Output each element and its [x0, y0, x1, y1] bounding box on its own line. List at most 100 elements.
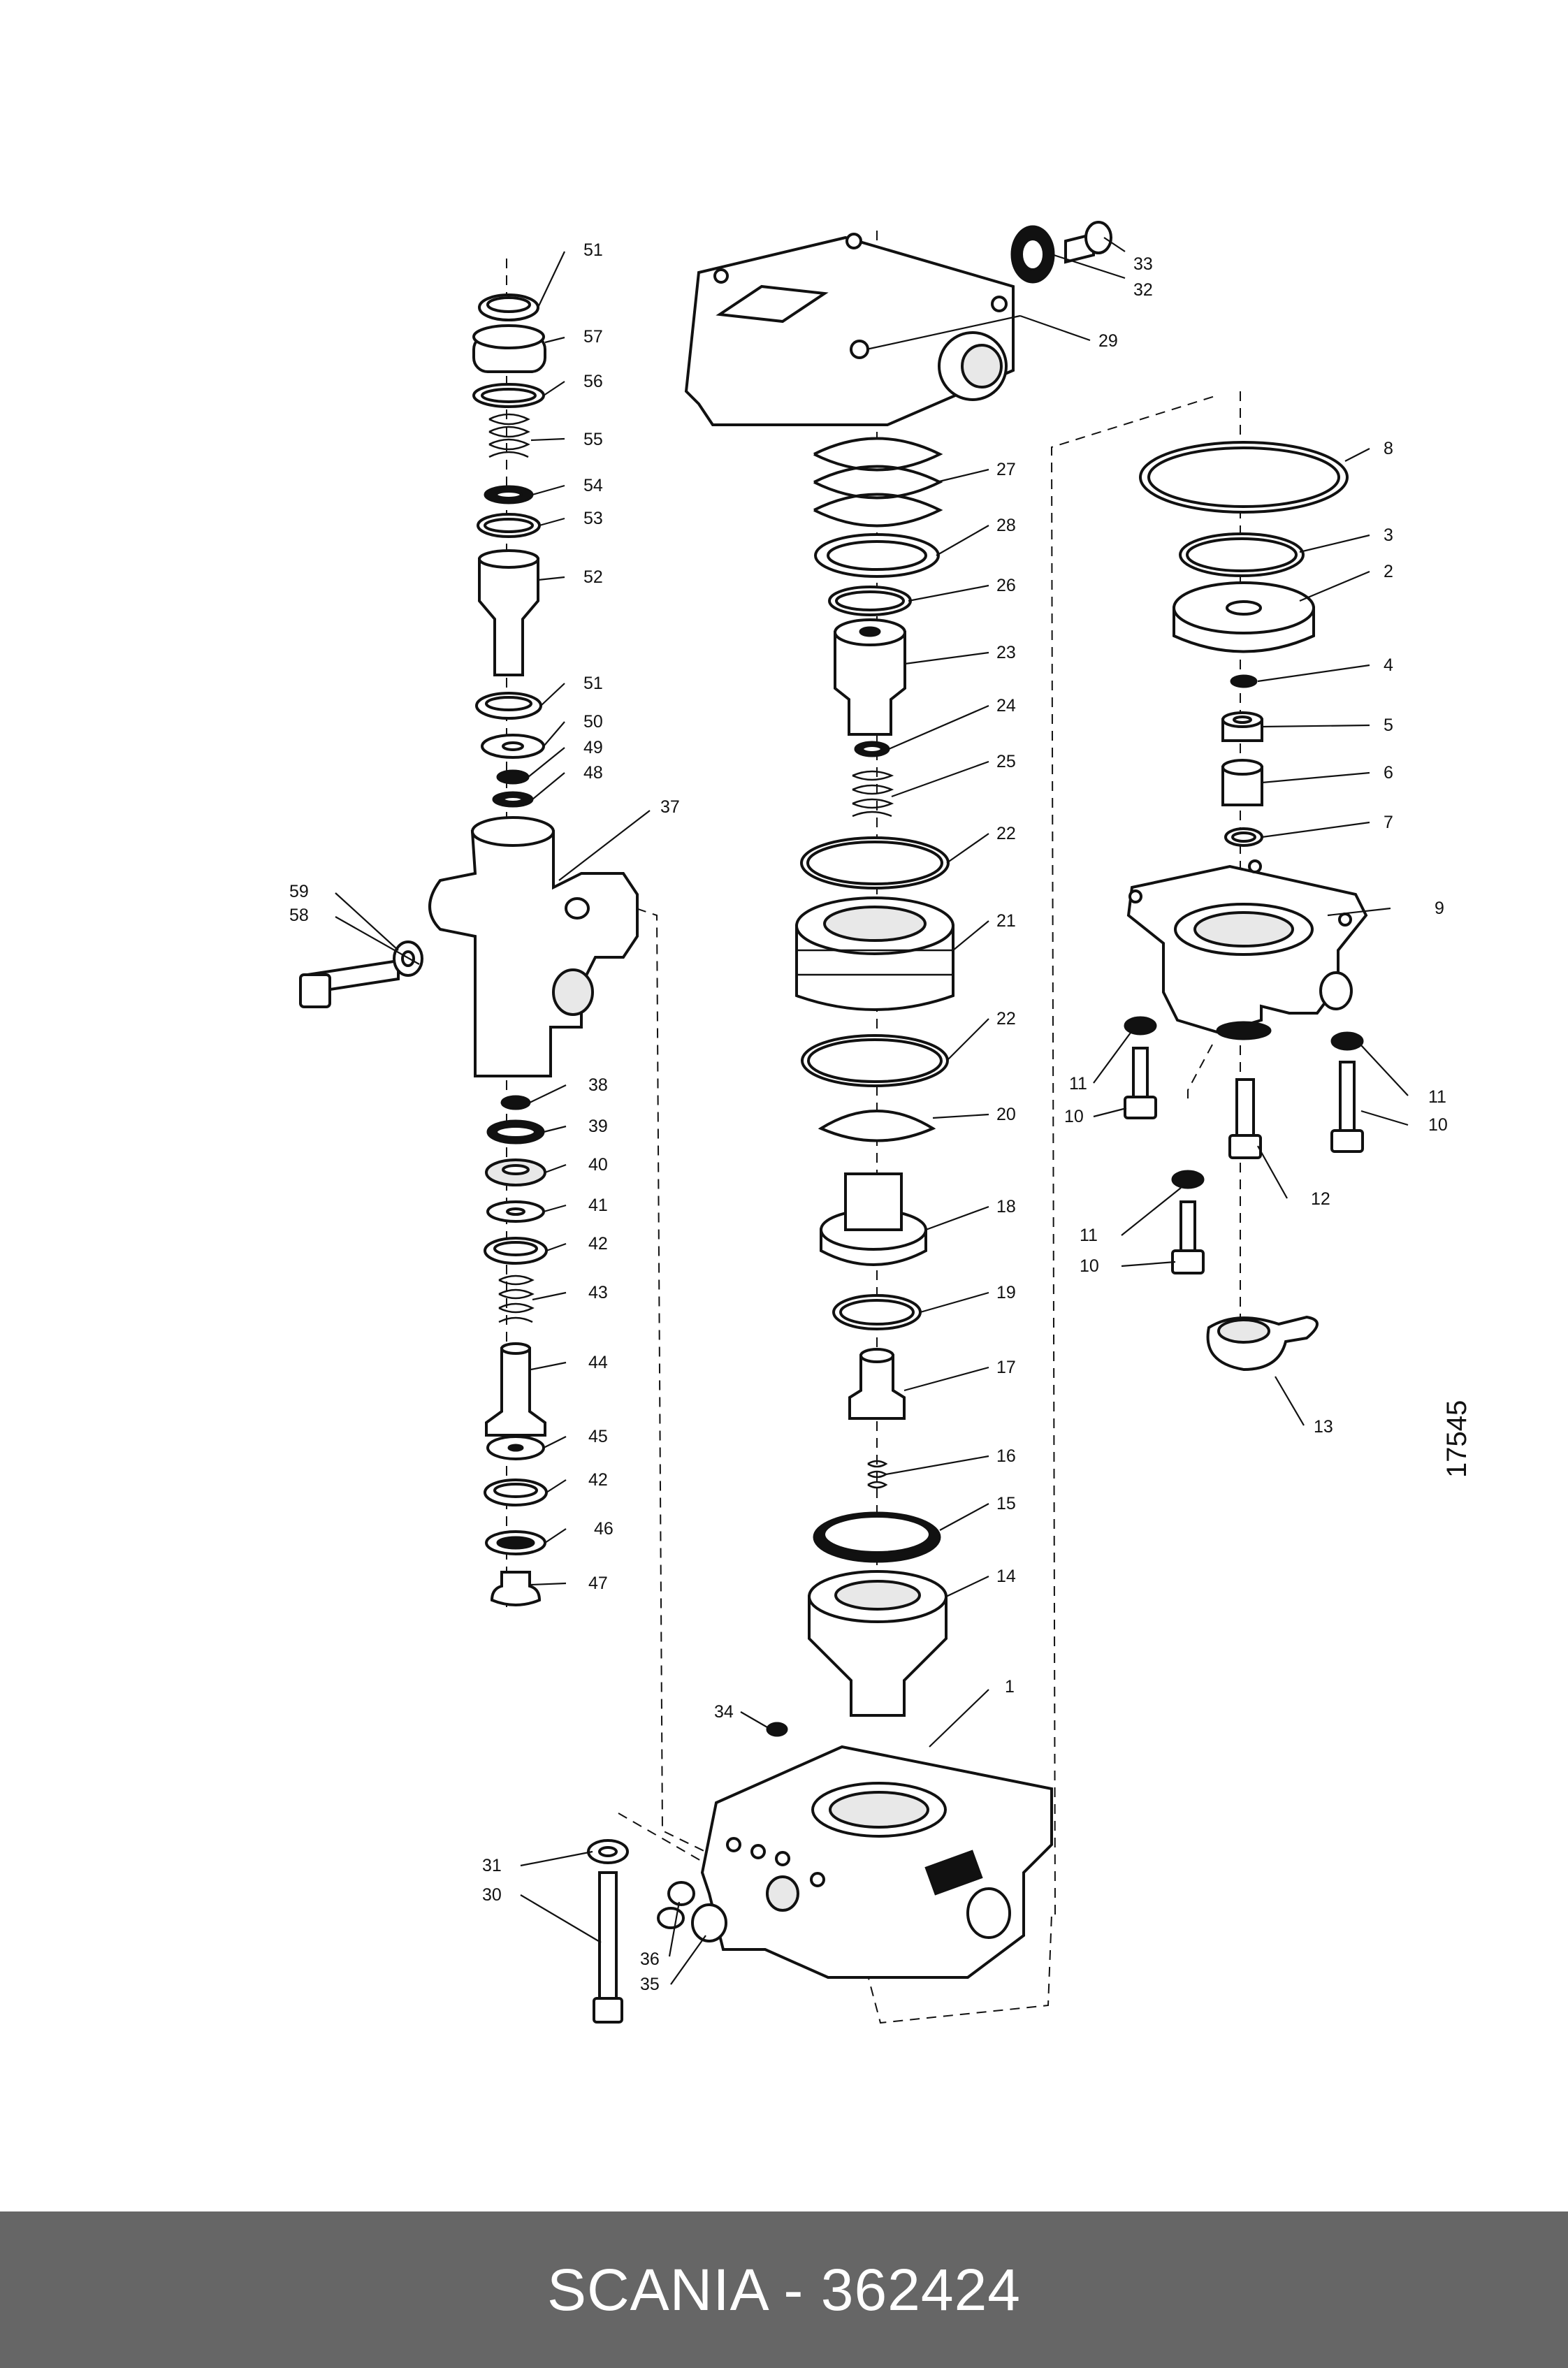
callout-32: 32: [1133, 280, 1153, 300]
callout-6: 6: [1384, 763, 1393, 783]
callout-56: 56: [583, 372, 603, 391]
callout-3: 3: [1384, 525, 1393, 545]
callout-51-lower: 51: [583, 674, 603, 693]
left-valve-assembly: [299, 293, 639, 1606]
part-11-washer-left: [1124, 1016, 1157, 1036]
part-38-oring: [500, 1095, 531, 1110]
part-number-title: SCANIA - 362424: [546, 2256, 1022, 2323]
part-10-bolt-right: [1339, 1061, 1356, 1133]
part-27-spring: [813, 437, 943, 528]
part-25-spring: [852, 770, 894, 818]
callout-4: 4: [1384, 655, 1393, 675]
callout-27: 27: [996, 460, 1016, 479]
callout-9: 9: [1435, 899, 1444, 918]
callout-16: 16: [996, 1446, 1016, 1466]
part-4-oring: [1230, 674, 1258, 688]
callout-54: 54: [583, 476, 603, 495]
callout-15: 15: [996, 1494, 1016, 1513]
part-17-valve: [848, 1354, 906, 1420]
callout-11-left: 11: [1069, 1074, 1087, 1094]
callout-13: 13: [1314, 1417, 1333, 1437]
part-1-housing: [700, 1745, 1053, 1979]
part-29-cover: [684, 235, 1015, 426]
callout-34: 34: [714, 1702, 734, 1722]
part-44-plunger: [485, 1347, 546, 1437]
callout-26: 26: [996, 576, 1016, 595]
callout-38: 38: [588, 1075, 608, 1095]
callout-55: 55: [583, 430, 603, 449]
part-20-circlip: [818, 1110, 936, 1142]
callout-10-left: 10: [1064, 1107, 1084, 1126]
callout-57: 57: [583, 327, 603, 347]
callout-11-right: 11: [1428, 1087, 1446, 1107]
part-10-bolt-lower: [1179, 1200, 1196, 1256]
callout-43: 43: [588, 1283, 608, 1302]
callout-53: 53: [583, 509, 603, 528]
part-37-valve-body: [428, 830, 639, 1077]
part-14-valve-body: [808, 1595, 948, 1717]
exploded-parts-diagram: 51 57 56 55 54 53 52 51 50 49 48 37 59 5…: [289, 221, 1472, 2024]
callout-51: 51: [583, 240, 603, 260]
callout-44: 44: [588, 1353, 608, 1372]
callout-59: 59: [289, 882, 309, 901]
callout-40: 40: [588, 1155, 608, 1175]
drawing-number: 17545: [1442, 1400, 1472, 1478]
callout-20: 20: [996, 1105, 1016, 1124]
callout-12: 12: [1311, 1189, 1330, 1209]
footer-banner: SCANIA - 362424: [0, 2211, 1568, 2368]
callout-48: 48: [583, 763, 603, 783]
callout-47: 47: [588, 1574, 608, 1593]
callout-36: 36: [640, 1949, 660, 1969]
callout-31: 31: [482, 1856, 502, 1875]
callout-21: 21: [996, 911, 1016, 931]
callout-25: 25: [996, 752, 1016, 771]
part-55-spring: [488, 413, 530, 458]
callout-labels: 51 57 56 55 54 53 52 51 50 49 48 37 59 5…: [289, 240, 1472, 1994]
callout-18: 18: [996, 1197, 1016, 1216]
callout-11-lower: 11: [1080, 1226, 1098, 1245]
centre-valve-assembly: [587, 221, 1112, 2024]
callout-24: 24: [996, 696, 1016, 716]
callout-42-lower: 42: [588, 1470, 608, 1490]
callout-19: 19: [996, 1283, 1016, 1302]
right-valve-assembly: [1124, 441, 1368, 1372]
callout-22-lower: 22: [996, 1009, 1016, 1029]
callout-1: 1: [1005, 1677, 1015, 1697]
callout-46: 46: [594, 1519, 614, 1539]
callout-17: 17: [996, 1358, 1016, 1377]
callout-23: 23: [996, 643, 1016, 662]
callout-28: 28: [996, 516, 1016, 535]
callout-37: 37: [660, 797, 680, 817]
part-10-bolt-left: [1132, 1047, 1149, 1102]
callout-22: 22: [996, 824, 1016, 843]
part-43-spring: [498, 1274, 535, 1323]
callout-5: 5: [1384, 716, 1393, 735]
callout-10-lower: 10: [1080, 1256, 1099, 1276]
callout-14: 14: [996, 1567, 1016, 1586]
callout-35: 35: [640, 1975, 660, 1994]
callout-42: 42: [588, 1234, 608, 1254]
callout-2: 2: [1384, 562, 1393, 581]
callout-58: 58: [289, 906, 309, 925]
part-52-piston: [478, 558, 539, 676]
callout-8: 8: [1384, 439, 1393, 458]
callout-30: 30: [482, 1885, 502, 1905]
part-34-plug: [766, 1722, 788, 1737]
callout-49: 49: [583, 738, 603, 757]
callout-45: 45: [588, 1427, 608, 1446]
part-12-bolt: [1235, 1078, 1255, 1144]
part-23-valve: [834, 631, 906, 736]
callout-29: 29: [1098, 331, 1118, 351]
part-11-washer-lower: [1171, 1170, 1205, 1189]
callout-10-right: 10: [1428, 1115, 1448, 1135]
callout-7: 7: [1384, 813, 1393, 832]
callout-33: 33: [1133, 254, 1153, 274]
leader-lines: [335, 237, 1409, 1985]
part-36-oring: [667, 1881, 695, 1906]
part-11-washer-right: [1330, 1031, 1364, 1051]
part-49-ring: [496, 769, 530, 785]
part-35-oring: [691, 1903, 727, 1942]
callout-41: 41: [588, 1196, 608, 1215]
callout-50: 50: [583, 712, 603, 732]
callout-52: 52: [583, 567, 603, 587]
